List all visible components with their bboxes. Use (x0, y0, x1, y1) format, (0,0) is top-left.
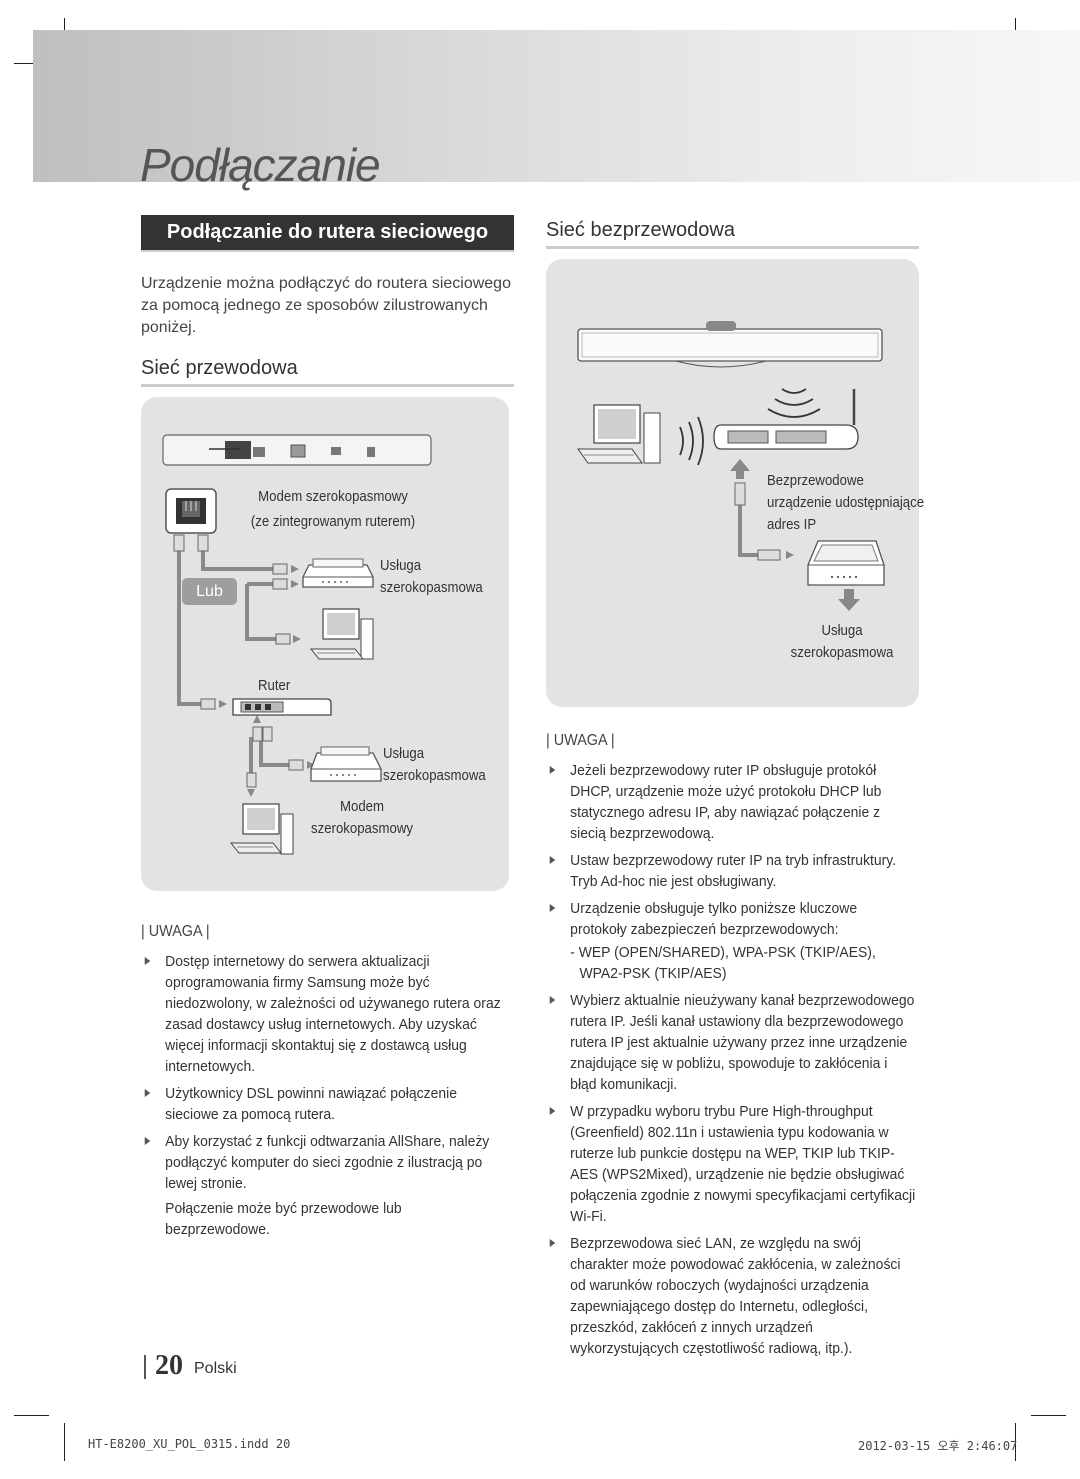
modem-label-1: Modem szerokopasmowy (258, 488, 408, 505)
note-heading-right: | UWAGA | (546, 732, 615, 749)
notes-list-left: Dostęp internetowy do serwera aktualizac… (141, 951, 501, 1246)
service-a-label-2: szerokopasmowa (380, 579, 483, 596)
arrow-markers (219, 565, 315, 797)
page-number: 20 (155, 1350, 183, 1381)
or-badge: Lub (182, 578, 237, 605)
modem-icon-b (310, 746, 382, 782)
soundbar-front (577, 321, 883, 368)
cable-plugs (173, 534, 304, 788)
crop-mark (1015, 1423, 1016, 1461)
arrow-markers (730, 459, 860, 611)
modem-b-label-1: Modem (339, 798, 385, 815)
crop-mark (14, 63, 49, 64)
wired-heading-rule (141, 384, 514, 387)
section-heading: Podłączanie do rutera sieciowego (141, 215, 514, 250)
wireless-heading-rule (546, 246, 919, 249)
modem-label-2: (ze zintegrowanym ruterem) (250, 513, 416, 530)
wireless-diagram-art (577, 321, 885, 611)
wireless-service-label-1: Usługa (821, 622, 863, 639)
note-item: Aby korzystać z funkcji odtwarzania AllS… (141, 1131, 507, 1240)
note-item: Ustaw bezprzewodowy ruter IP na tryb inf… (546, 850, 916, 892)
service-b-label-1: Usługa (383, 745, 425, 762)
lan-port-icon (165, 488, 217, 534)
page-language: Polski (194, 1360, 237, 1377)
modem-b-label-2: szerokopasmowy (311, 820, 413, 837)
crop-mark (1031, 1415, 1066, 1416)
network-cables (738, 503, 760, 557)
ap-label-1: Bezprzewodowe (767, 472, 864, 489)
wireless-service-label-2: szerokopasmowa (790, 644, 894, 661)
note-item: W przypadku wyboru trybu Pure High-throu… (546, 1101, 916, 1227)
wireless-heading: Sieć bezprzewodowa (546, 219, 735, 241)
soundbar-back-panel (162, 434, 432, 466)
note-item: Bezprzewodowa sieć LAN, ze względu na sw… (546, 1233, 916, 1359)
crop-mark (14, 1415, 49, 1416)
note-item: Urządzenie obsługuje tylko poniższe kluc… (546, 898, 916, 984)
note-item: Jeżeli bezprzewodowy ruter IP obsługuje … (546, 760, 916, 844)
wired-diagram (141, 397, 509, 891)
modem-icon-a (302, 558, 374, 588)
crop-mark (64, 1423, 65, 1461)
header-band (33, 30, 1080, 182)
page-title: Podłączanie (140, 139, 381, 191)
footer-file: HT-E8200_XU_POL_0315.indd 20 (88, 1437, 291, 1451)
footer-timestamp: 2012-03-15 오후 2:46:07 (858, 1439, 1018, 1453)
router-icon (232, 698, 332, 716)
page-number-bar (144, 1355, 146, 1379)
modem-icon (807, 540, 885, 586)
note-item: Wybierz aktualnie nieużywany kanał bezpr… (546, 990, 916, 1095)
wireless-router-icon (713, 389, 859, 450)
wired-diagram-art (162, 434, 432, 855)
router-label: Ruter (258, 677, 291, 694)
ap-label-2: urządzenie udostępniające (767, 494, 925, 511)
notes-list-right: Jeżeli bezprzewodowy ruter IP obsługuje … (546, 760, 915, 1365)
ap-label-3: adres IP (767, 516, 817, 533)
section-rule (141, 250, 514, 252)
note-item: Dostęp internetowy do serwera aktualizac… (141, 951, 507, 1077)
note-item: Użytkownicy DSL powinni nawiązać połącze… (141, 1083, 507, 1125)
computer-icon-a (309, 608, 374, 660)
intro-text: Urządzenie można podłączyć do routera si… (141, 275, 511, 336)
wired-heading: Sieć przewodowa (141, 357, 298, 379)
service-a-label-1: Usługa (380, 557, 422, 574)
note-heading-left: | UWAGA | (141, 923, 210, 940)
cable-plugs (734, 482, 781, 561)
computer-icon (577, 404, 661, 464)
wifi-signal-icon (679, 388, 821, 466)
service-b-label-2: szerokopasmowa (383, 767, 486, 784)
computer-icon-b (229, 803, 294, 855)
